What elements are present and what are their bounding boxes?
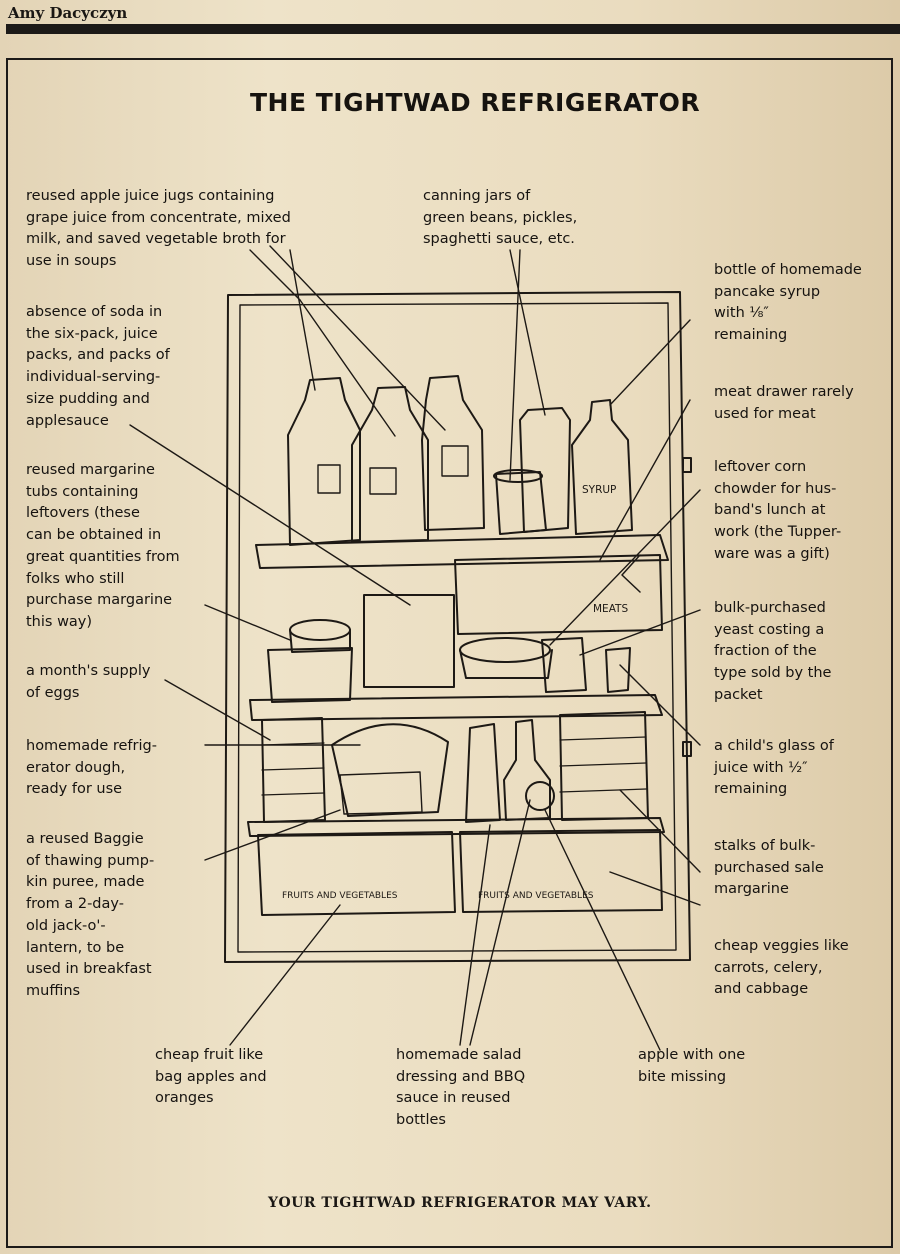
juice-jug-1	[287, 377, 361, 546]
callout-meat-drawer: meat drawer rarely used for meat	[714, 384, 854, 422]
shelf-middle	[249, 694, 663, 721]
fridge-outline	[224, 291, 691, 963]
callout-margarine-stalks: stalks of bulk- purchased sale margarine	[714, 838, 824, 898]
callout-apple: apple with one bite missing	[638, 1047, 746, 1085]
crisper-right	[459, 829, 663, 913]
margarine-tub-top	[289, 619, 351, 641]
fridge-inner	[237, 302, 677, 953]
canning-jar-1	[519, 407, 571, 533]
juice-jug-3	[421, 375, 485, 531]
syrup-bottle	[571, 399, 633, 535]
crisper-left	[257, 831, 456, 916]
callout-corn-chowder: leftover corn chowder for hus- band's lu…	[714, 459, 842, 562]
dough-bowl	[331, 723, 449, 817]
meat-drawer	[454, 554, 663, 635]
egg-cartons	[261, 717, 326, 823]
chowder-tupperware	[459, 637, 551, 663]
article-footer: YOUR TIGHTWAD REFRIGERATOR MAY VARY.	[268, 1195, 652, 1211]
fruits-drawer-label: FRUITS AND VEGETABLES	[282, 891, 398, 901]
callout-cheap-veggies: cheap veggies like carrots, celery, and …	[714, 938, 849, 998]
article-title: THE TIGHTWAD REFRIGERATOR	[250, 88, 701, 117]
callout-pancake-syrup: bottle of homemade pancake syrup with ⅛″…	[714, 262, 862, 344]
callout-canning-jars: canning jars of green beans, pickles, sp…	[423, 188, 578, 248]
meats-drawer-label: MEATS	[593, 603, 628, 615]
bread-dough-block	[363, 594, 455, 688]
salad-bottle	[503, 719, 551, 821]
callout-cheap-fruit: cheap fruit like bag apples and oranges	[155, 1047, 267, 1107]
callout-yeast: bulk-purchased yeast costing a fraction …	[714, 600, 832, 703]
veg-drawer-label: FRUITS AND VEGETABLES	[478, 891, 594, 901]
header-author: Amy Dacyczyn	[8, 4, 128, 22]
callout-soda-absence: absence of soda in the six-pack, juice p…	[26, 304, 170, 429]
callout-margarine-tubs: reused margarine tubs containing leftove…	[26, 462, 180, 630]
callout-pumpkin: a reused Baggie of thawing pump- kin pur…	[26, 831, 155, 999]
callout-eggs: a month's supply of eggs	[26, 663, 151, 701]
header-rule	[6, 24, 900, 34]
shelf-top	[255, 534, 669, 569]
bbq-bottle	[465, 723, 501, 823]
callout-juice-jugs: reused apple juice jugs containing grape…	[26, 188, 291, 270]
callout-dough: homemade refrig- erator dough, ready for…	[26, 738, 157, 798]
syrup-bottle-label: SYRUP	[582, 484, 616, 496]
callout-childs-juice: a child's glass of juice with ½″ remaini…	[714, 738, 834, 798]
yeast-jar	[541, 637, 587, 693]
margarine-tub-stack	[267, 647, 353, 703]
canning-jar-2	[495, 471, 547, 535]
childs-glass	[605, 647, 631, 693]
apple-bitten	[525, 781, 555, 811]
callout-salad-dressing: homemade salad dressing and BBQ sauce in…	[396, 1047, 526, 1129]
article-frame	[6, 58, 893, 1248]
pumpkin-baggie	[339, 771, 423, 815]
juice-jug-2	[351, 386, 429, 543]
